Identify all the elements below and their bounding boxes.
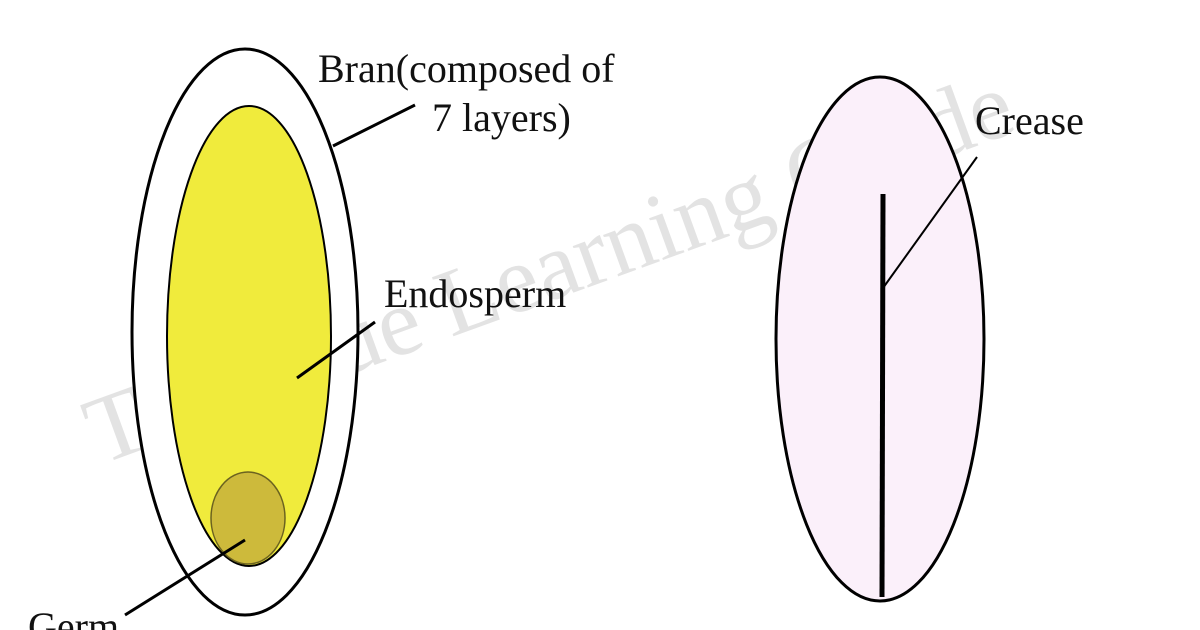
bran-label-line2: 7 layers): [432, 95, 571, 140]
germ-region: [210, 471, 286, 565]
crease-label: Crease: [975, 98, 1084, 143]
bran-label-line1: Bran(composed of: [318, 46, 615, 91]
bran-leader-line: [332, 103, 416, 148]
grain-section-left: [130, 47, 360, 617]
grain-outline: [774, 75, 986, 603]
crease-leader-line: [882, 156, 978, 289]
endosperm-region: [166, 105, 332, 567]
crease-groove: [879, 193, 886, 598]
endosperm-leader-line: [296, 320, 376, 380]
grain-exterior-right: [774, 75, 986, 603]
endosperm-label: Endosperm: [384, 271, 566, 316]
germ-leader-line: [124, 538, 246, 617]
germ-label: Germ: [28, 604, 119, 630]
